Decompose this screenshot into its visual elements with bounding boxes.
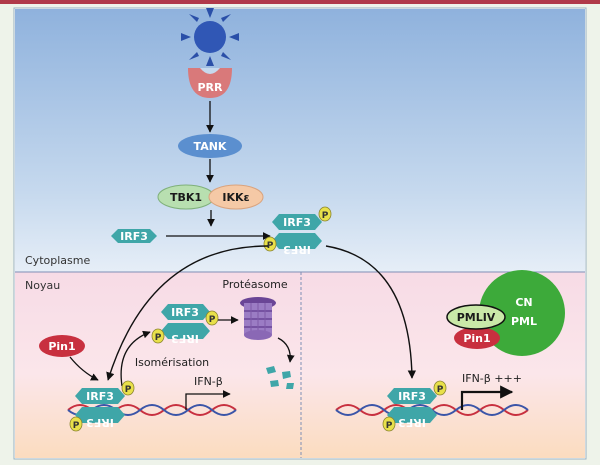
virus-icon xyxy=(181,8,239,66)
phospho-icon: P xyxy=(267,241,274,251)
phospho-icon: P xyxy=(322,211,329,221)
proteasome-label: Protéasome xyxy=(222,278,287,291)
phospho-icon: P xyxy=(125,385,132,395)
pmliv-label: PMLIV xyxy=(457,311,496,324)
cytoplasm-region xyxy=(15,9,585,272)
arrow-import-right xyxy=(325,245,417,379)
proteasome-icon xyxy=(240,297,276,340)
tank-node: TANK xyxy=(178,134,242,158)
arrow-pin1-irf3 xyxy=(69,356,99,381)
pml-label: PML xyxy=(511,315,537,328)
irf3-dimer-isomerised: IRF3 IRF3 P P xyxy=(151,304,219,345)
pin1-right: Pin1 xyxy=(454,327,500,349)
nucleus-label: Noyau xyxy=(25,279,60,292)
transcription-arrow-left xyxy=(185,390,231,410)
irf3-top-label: IRF3 xyxy=(171,306,199,319)
pin1-left: Pin1 xyxy=(39,335,85,357)
irf3-dna-left-label: IRF3 xyxy=(86,390,114,403)
isomerization-label: Isomérisation xyxy=(135,356,209,369)
irf3-dimer-flipped-label: IRF3 xyxy=(283,243,311,256)
phospho-icon: P xyxy=(73,421,80,431)
pmliv-node: PMLIV xyxy=(446,304,506,330)
prr-label: PRR xyxy=(197,81,223,94)
ikke-label: IKKε xyxy=(222,191,249,204)
arrow-import-left xyxy=(106,245,269,381)
irf3-dimer-label: IRF3 xyxy=(283,216,311,229)
phospho-icon: P xyxy=(155,333,162,343)
phospho-icon: P xyxy=(437,385,444,395)
irf3-free: IRF3 xyxy=(111,229,157,243)
phospho-icon: P xyxy=(209,315,216,325)
irf3-dna-left-flipped-label: IRF3 xyxy=(86,416,114,429)
gene-right-label: IFN-β +++ xyxy=(462,372,522,385)
irf3-dna-right: IRF3 IRF3 P P xyxy=(382,380,447,432)
irf3-dna-right-flipped-label: IRF3 xyxy=(398,416,426,429)
cn-label: CN xyxy=(515,296,532,309)
transcription-arrow-right xyxy=(460,385,514,410)
irf3-top-flipped-label: IRF3 xyxy=(171,332,199,345)
irf3-dna-right-label: IRF3 xyxy=(398,390,426,403)
tank-label: TANK xyxy=(194,140,227,153)
gene-left-label: IFN-β xyxy=(194,375,223,388)
tbk1-label: TBK1 xyxy=(170,191,202,204)
cytoplasm-label: Cytoplasme xyxy=(25,254,90,267)
irf3-free-label: IRF3 xyxy=(120,230,148,243)
irf3-dna-left: IRF3 IRF3 P P xyxy=(69,380,135,432)
arrow-isomerization xyxy=(120,330,151,387)
arrow-degradation xyxy=(277,337,295,363)
tbk1-node: TBK1 xyxy=(157,184,215,210)
pin1-right-label: Pin1 xyxy=(463,332,490,345)
degraded-fragments-icon xyxy=(266,366,294,389)
phospho-icon: P xyxy=(386,421,393,431)
irf3-dimer-cyto: IRF3 IRF3 P P xyxy=(263,206,332,256)
ikke-node: IKKε xyxy=(208,184,264,210)
pin1-left-label: Pin1 xyxy=(48,340,75,353)
top-border xyxy=(0,0,600,4)
pml-body: CN PML xyxy=(479,270,565,356)
prr-receptor: PRR xyxy=(188,68,232,98)
